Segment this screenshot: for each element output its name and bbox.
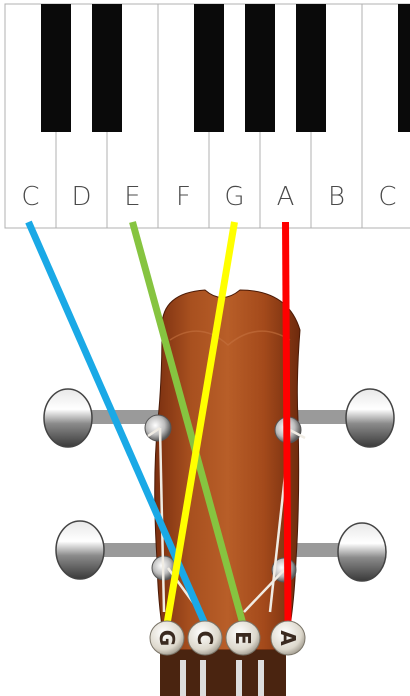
key-label: G (224, 182, 244, 212)
string-tag-label: G (155, 630, 179, 646)
string-tag-c: C (188, 621, 222, 655)
string-tag-label: C (193, 631, 217, 646)
key-label: F (176, 182, 191, 212)
black-key[interactable] (92, 4, 122, 132)
string-tag-a: A (271, 621, 305, 655)
black-key[interactable] (398, 4, 410, 132)
key-label: D (71, 182, 91, 212)
string-tag-e: E (226, 621, 260, 655)
connection-line-a (286, 222, 289, 624)
black-key[interactable] (41, 4, 71, 132)
key-label: C (21, 182, 39, 212)
black-key[interactable] (194, 4, 224, 132)
tuner-button-left-lower (56, 521, 160, 579)
black-key[interactable] (245, 4, 275, 132)
key-label: B (328, 182, 345, 212)
key-label: C (378, 182, 396, 212)
string-tag-g: G (150, 621, 184, 655)
ukulele-neck (160, 650, 286, 696)
key-label: E (124, 182, 140, 212)
string-tag-label: E (231, 631, 255, 645)
string-tag-label: A (276, 630, 300, 646)
black-key[interactable] (296, 4, 326, 132)
key-label: A (277, 182, 295, 212)
